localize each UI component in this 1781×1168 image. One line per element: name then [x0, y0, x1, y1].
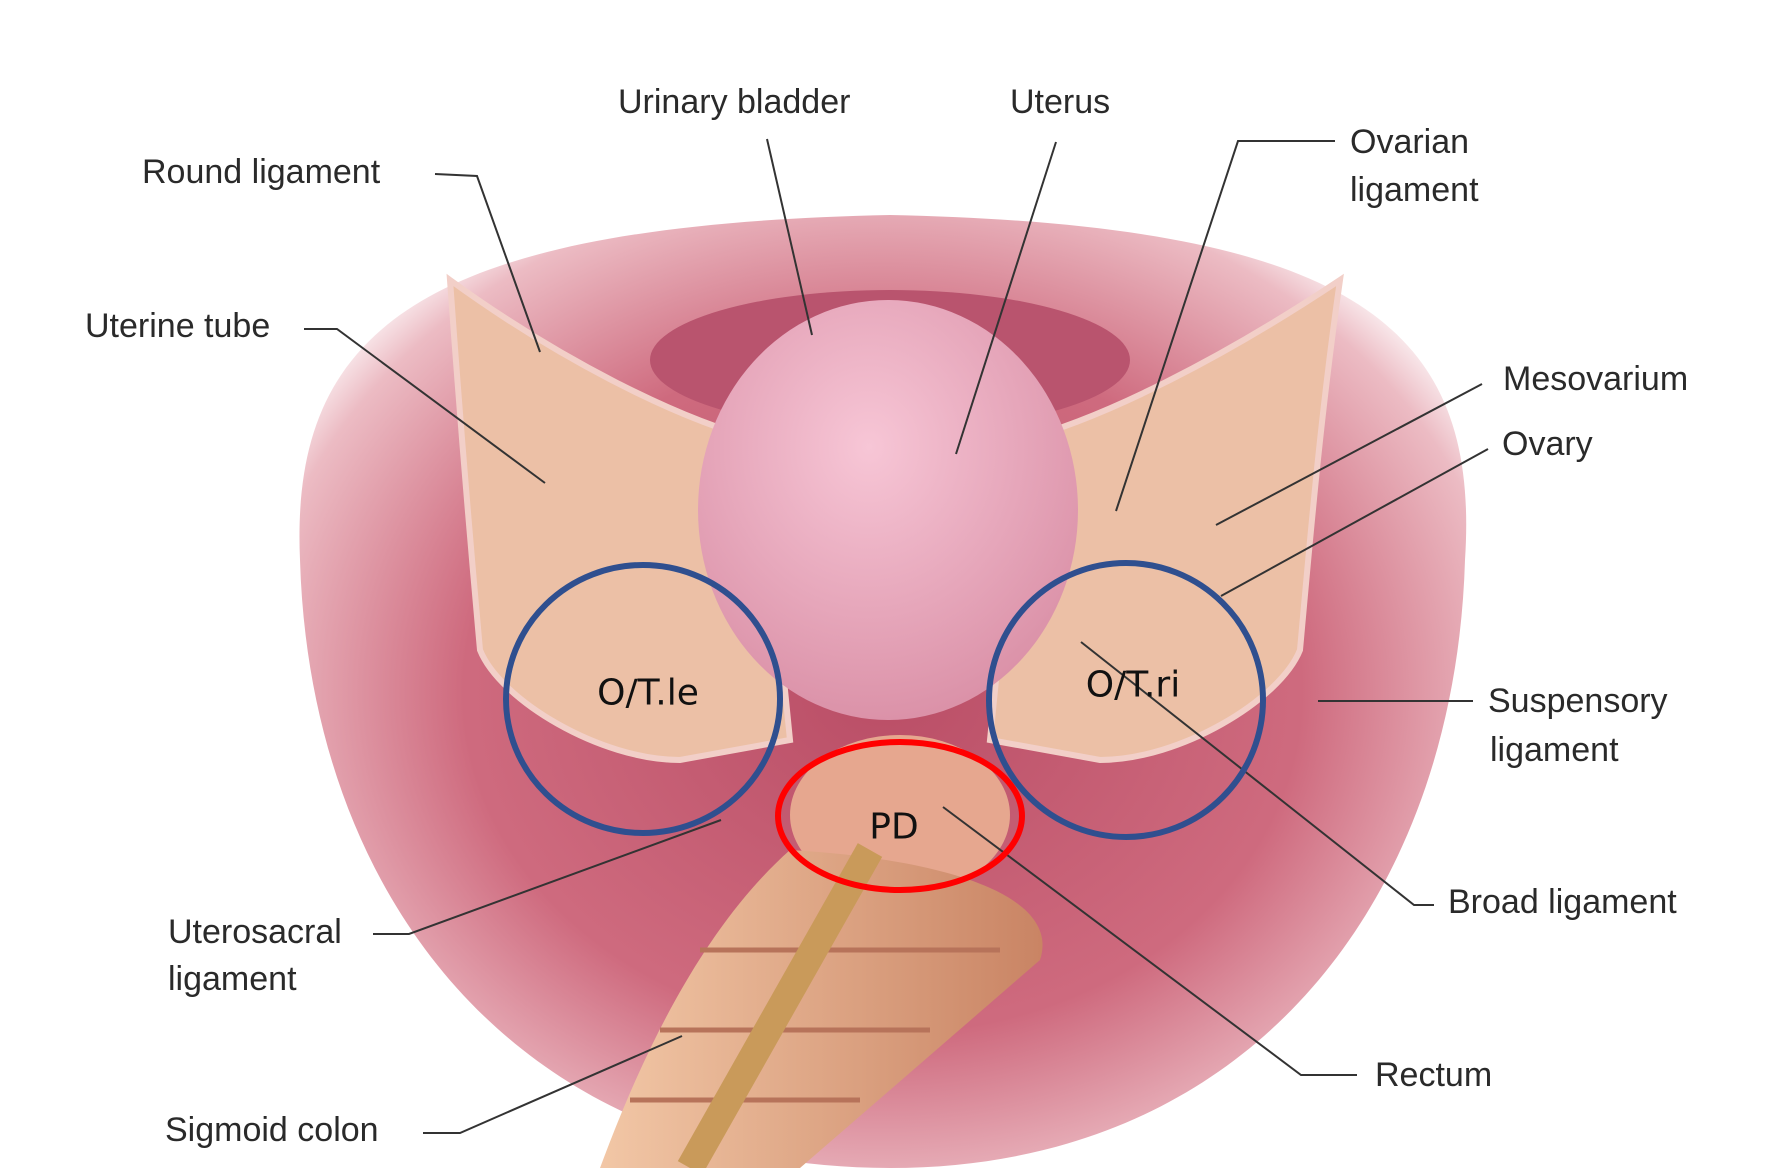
label-ovary: Ovary — [1502, 425, 1593, 463]
leader-urinary-bladder — [766, 138, 813, 336]
label-sigmoid-colon: Sigmoid colon — [165, 1111, 379, 1149]
annotation-pouch-of-douglas: PD — [869, 806, 919, 848]
label-round-ligament: Round ligament — [142, 153, 381, 191]
leader-broad-ligament — [1080, 641, 1434, 906]
leader-uterus — [955, 141, 1057, 455]
left-ovary-tube-circle — [503, 562, 783, 836]
annotation-right-ovary-tube: O/T.ri — [1085, 664, 1181, 706]
sigmoid-colon-shape — [600, 843, 1043, 1168]
leader-uterine-tube — [304, 328, 546, 484]
leader-ovarian-ligament — [1115, 140, 1335, 512]
leader-sigmoid-colon — [423, 1035, 683, 1134]
label-urinary-bladder: Urinary bladder — [618, 83, 851, 121]
leader-uterosacral-ligament — [373, 819, 722, 935]
label-uterine-tube: Uterine tube — [85, 307, 271, 345]
uterus-shape — [698, 300, 1078, 720]
broad-ligament-left — [446, 273, 794, 764]
broad-ligament-right — [986, 273, 1344, 764]
label-uterosacral-ligament-1: Uterosacral — [168, 913, 342, 951]
label-rectum: Rectum — [1375, 1056, 1493, 1094]
label-ovarian-ligament-1: Ovarian — [1350, 123, 1470, 161]
label-uterus: Uterus — [1010, 83, 1111, 121]
label-suspensory-ligament-1: Suspensory — [1488, 682, 1668, 720]
annotation-left-ovary-tube: O/T.le — [597, 672, 699, 714]
label-uterosacral-ligament-2: ligament — [168, 960, 297, 998]
right-ovary-tube-circle — [986, 560, 1266, 840]
leader-round-ligament — [434, 173, 541, 353]
label-mesovarium: Mesovarium — [1503, 360, 1689, 398]
pouch-of-douglas-circle — [775, 739, 1025, 893]
label-broad-ligament: Broad ligament — [1448, 883, 1677, 921]
leader-rectum — [942, 806, 1357, 1076]
leader-mesovarium — [1215, 383, 1483, 526]
leader-ovary — [1220, 448, 1489, 597]
label-suspensory-ligament-2: ligament — [1490, 731, 1619, 769]
leader-lines — [304, 138, 1489, 1134]
label-ovarian-ligament-2: ligament — [1350, 171, 1479, 209]
